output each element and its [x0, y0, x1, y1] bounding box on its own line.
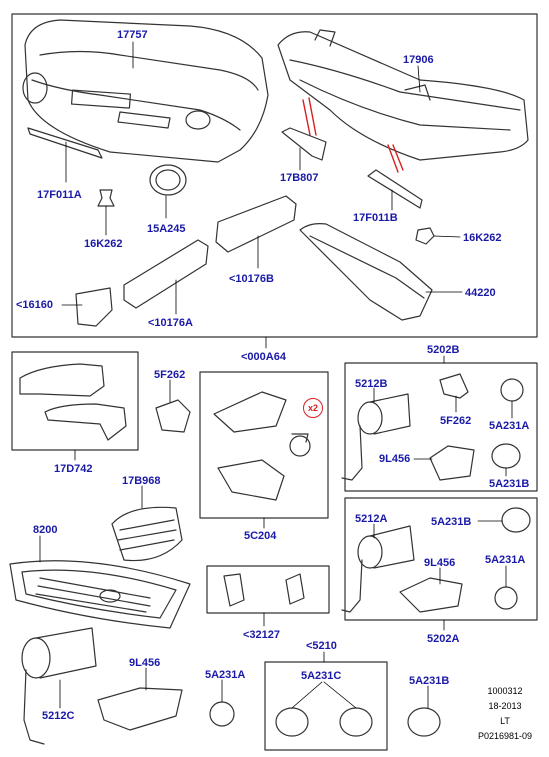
mudflap-drawing[interactable]	[75, 287, 113, 327]
side-moulding-10176a-drawing[interactable]	[123, 239, 209, 309]
label-5a231c[interactable]: 5A231C	[301, 670, 342, 682]
clamp-5a231b-low-drawing[interactable]	[407, 707, 441, 737]
reference-line-2: 18-2013	[488, 701, 522, 711]
bracket-kit-frame	[206, 565, 330, 614]
clamp-5a231a-low-drawing[interactable]	[209, 701, 235, 727]
label-9l456-mid[interactable]: 9L456	[424, 557, 456, 569]
rear-trim-strip-drawing[interactable]	[367, 169, 423, 209]
label-32127[interactable]: <32127	[243, 629, 281, 641]
body-kit-frame	[11, 13, 538, 338]
bracket-kit-right-drawing[interactable]	[285, 573, 305, 605]
reference-line-4: P0216981-09	[477, 731, 533, 741]
tailpipe-clamp-drawing[interactable]	[289, 433, 311, 457]
mirror-frame	[11, 351, 139, 451]
label-8200[interactable]: 8200	[33, 524, 58, 536]
label-5a231a-low[interactable]: 5A231A	[205, 669, 246, 681]
label-5a231b-top[interactable]: 5A231B	[489, 478, 530, 490]
front-trim-strip-drawing[interactable]	[27, 127, 103, 159]
mirror-covers-drawing[interactable]	[19, 363, 127, 441]
leader-lines	[39, 41, 513, 709]
quantity-badge: x2	[303, 398, 323, 418]
label-5a231b-mid[interactable]: 5A231B	[431, 516, 472, 528]
label-5a231b-low[interactable]: 5A231B	[409, 675, 450, 687]
label-5210[interactable]: <5210	[306, 640, 337, 652]
label-44220[interactable]: 44220	[465, 287, 496, 299]
bracket-5f262-drawing[interactable]	[155, 399, 191, 433]
silencer-5212c-drawing[interactable]	[21, 627, 97, 745]
silencer-5212a-drawing[interactable]	[341, 525, 415, 613]
label-5212c[interactable]: 5212C	[42, 710, 75, 722]
label-16160[interactable]: <16160	[16, 299, 54, 311]
bracket-17b807-drawing[interactable]	[281, 127, 327, 161]
label-16k262-front[interactable]: 16K262	[84, 238, 123, 250]
tip-9l456-drawing[interactable]	[429, 445, 475, 481]
label-5f262[interactable]: 5F262	[154, 369, 186, 381]
label-16k262-rear[interactable]: 16K262	[463, 232, 502, 244]
reference-line-1: 1000312	[487, 686, 523, 696]
roof-spoiler-drawing[interactable]	[299, 223, 433, 321]
label-5212a[interactable]: 5212A	[355, 513, 388, 525]
label-5a231a-mid[interactable]: 5A231A	[485, 554, 526, 566]
tailpipe-frame	[199, 371, 329, 519]
rear-clip-drawing[interactable]	[415, 227, 435, 245]
label-5c204[interactable]: 5C204	[244, 530, 277, 542]
label-17d742[interactable]: 17D742	[54, 463, 93, 475]
bracket-kit-left-drawing[interactable]	[223, 573, 245, 607]
label-17b968[interactable]: 17B968	[122, 475, 161, 487]
grommet-drawing[interactable]	[149, 164, 187, 196]
clamp-5a231a-top-drawing[interactable]	[500, 378, 524, 402]
label-17906[interactable]: 17906	[403, 54, 434, 66]
clamp-5a231c-drawing[interactable]	[275, 707, 373, 737]
kit-5202a-frame	[344, 497, 538, 621]
label-9l456-low[interactable]: 9L456	[129, 657, 161, 669]
grille-drawing[interactable]	[9, 560, 191, 629]
tip-9l456-mid-drawing[interactable]	[399, 577, 463, 613]
side-moulding-10176b-drawing[interactable]	[215, 195, 297, 253]
silencer-5212b-drawing[interactable]	[341, 393, 411, 481]
front-clip-drawing[interactable]	[97, 189, 115, 207]
label-17757[interactable]: 17757	[117, 29, 148, 41]
label-17f011b[interactable]: 17F011B	[353, 212, 398, 224]
label-5202b[interactable]: 5202B	[427, 344, 460, 356]
mount-5f262-drawing[interactable]	[439, 373, 469, 399]
side-vent-drawing[interactable]	[111, 506, 183, 562]
tip-9l456-low-drawing[interactable]	[97, 687, 183, 731]
label-10176b[interactable]: <10176B	[229, 273, 274, 285]
label-5a231a-top[interactable]: 5A231A	[489, 420, 530, 432]
kit-5202b-frame	[344, 362, 538, 492]
label-9l456-top[interactable]: 9L456	[379, 453, 411, 465]
label-5202a[interactable]: 5202A	[427, 633, 460, 645]
label-17f011a[interactable]: 17F011A	[37, 189, 82, 201]
rear-bumper-drawing[interactable]	[277, 29, 529, 161]
label-15a245[interactable]: 15A245	[147, 223, 186, 235]
clamp-5a231b-mid-drawing[interactable]	[501, 507, 531, 533]
label-17b807[interactable]: 17B807	[280, 172, 319, 184]
clamp-kit-frame	[264, 661, 388, 751]
clamp-5a231a-mid-drawing[interactable]	[494, 586, 518, 610]
label-000a64[interactable]: <000A64	[241, 351, 286, 363]
tailpipe-drawing[interactable]	[213, 391, 287, 501]
reference-line-3: LT	[500, 716, 510, 726]
front-bumper-drawing[interactable]	[22, 19, 269, 163]
label-5f262-kit[interactable]: 5F262	[440, 415, 472, 427]
clamp-5a231b-top-drawing[interactable]	[491, 443, 521, 469]
label-10176a[interactable]: <10176A	[148, 317, 193, 329]
label-5212b[interactable]: 5212B	[355, 378, 388, 390]
